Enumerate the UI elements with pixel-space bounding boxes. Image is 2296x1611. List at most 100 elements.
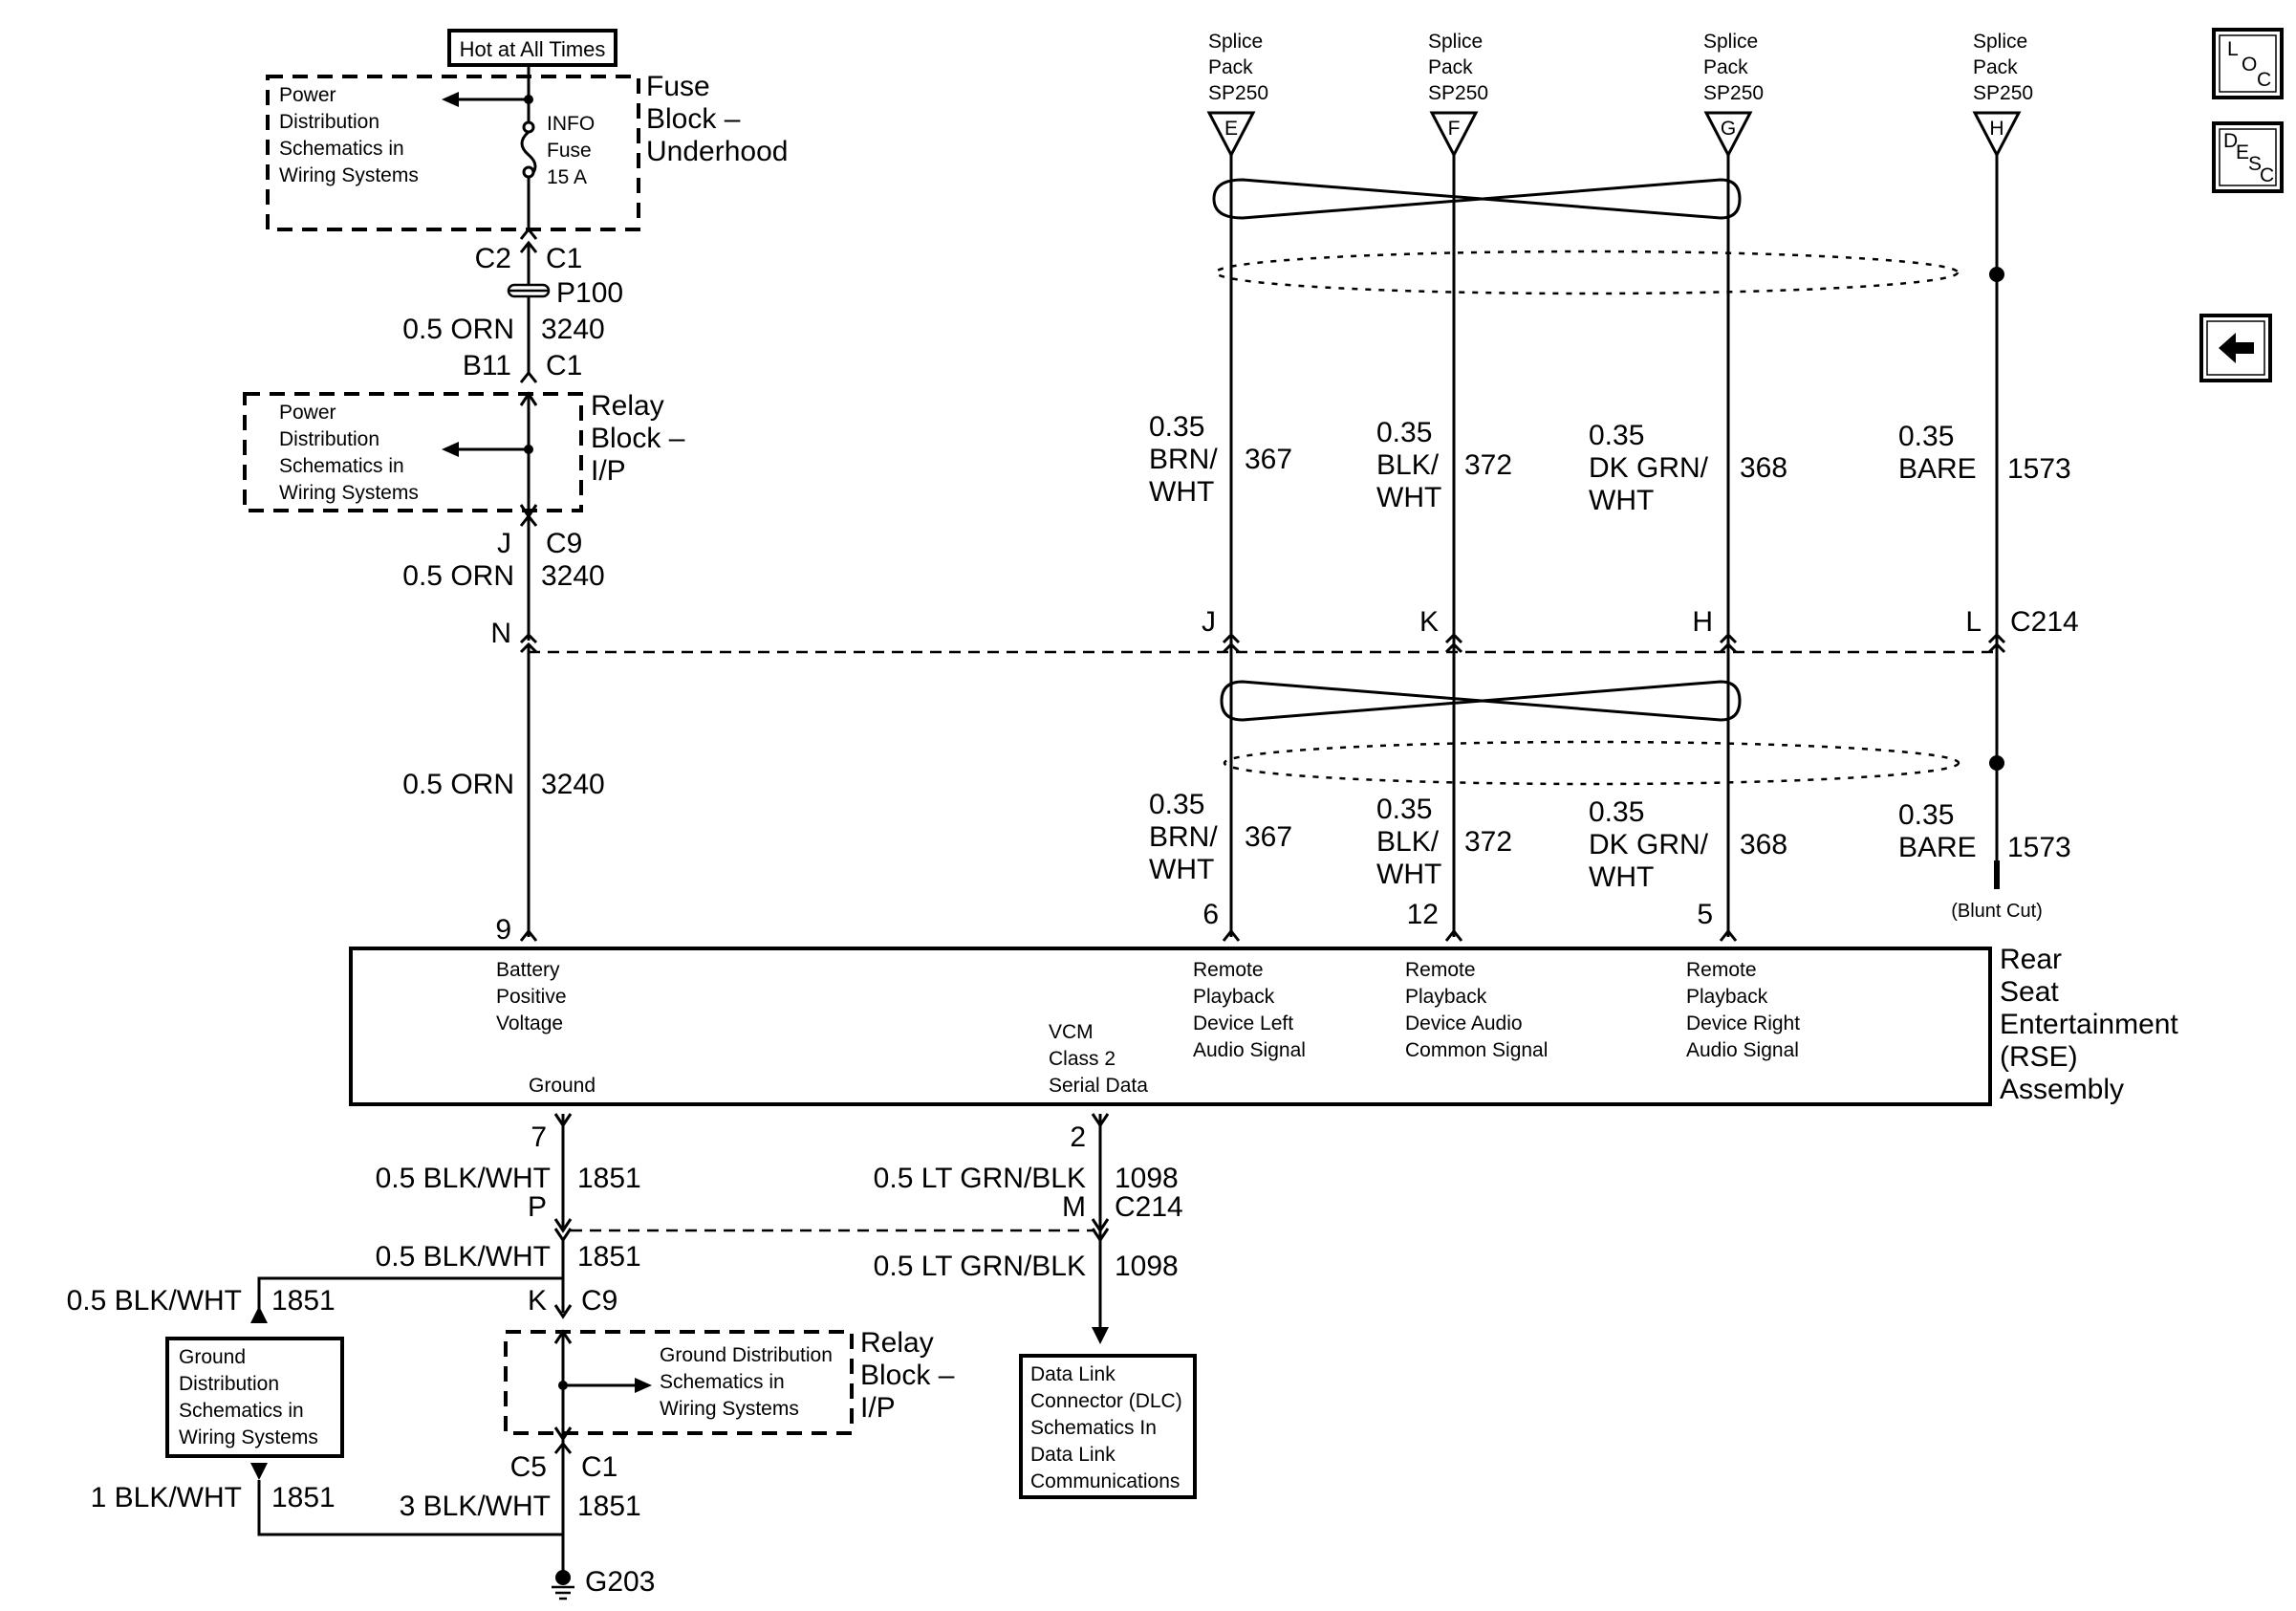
svg-text:WHT: WHT (1149, 854, 1214, 885)
splice-pack-e: Splice Pack SP250 E (1206, 31, 1268, 159)
svg-text:0.35: 0.35 (1376, 417, 1432, 448)
arrow-left-icon (442, 442, 459, 457)
wire1-circuit: 3240 (541, 314, 605, 345)
svg-text:0.35: 0.35 (1898, 799, 1954, 831)
ground-wire3-color: 3 BLK/WHT (400, 1491, 551, 1522)
side-wire-color: 0.5 BLK/WHT (67, 1285, 242, 1317)
arrow-down-icon (1092, 1327, 1109, 1344)
svg-text:0.35: 0.35 (1898, 421, 1954, 452)
rse-vcm-line2: Class 2 (1049, 1048, 1116, 1070)
rse-vcm-line1: VCM (1049, 1021, 1094, 1043)
rse-title-line5: Assembly (2000, 1074, 2124, 1105)
conn-c1-mid: C1 (546, 350, 582, 381)
lower-wire-372: 0.35 BLK/ WHT 372 (1376, 794, 1512, 890)
dlc-line2: Connector (DLC) (1030, 1390, 1182, 1412)
side-wire-circuit: 1851 (271, 1285, 336, 1317)
hot-at-all-times-label-box (447, 29, 617, 67)
fuse-label-line2: Fuse (547, 140, 592, 162)
relay-lower-ref-line3: Wiring Systems (660, 1398, 799, 1420)
splice-g-pin: G (1721, 118, 1736, 140)
splice-g-line1: Splice (1703, 31, 1758, 53)
ground-g203: G203 (585, 1566, 655, 1598)
lower-wire-367: 0.35 BRN/ WHT 367 (1149, 789, 1292, 885)
ground-wire1-color: 0.5 BLK/WHT (376, 1163, 551, 1194)
dlc-line4: Data Link (1030, 1444, 1116, 1466)
conn-c2: C2 (475, 243, 511, 274)
splice-f-line1: Splice (1428, 31, 1483, 53)
lower-wire-1573: 0.35 BARE 1573 (1898, 799, 2071, 863)
rse-left-line2: Playback (1193, 986, 1275, 1008)
conn-p: P (528, 1191, 547, 1223)
svg-text:BRN/: BRN/ (1149, 821, 1218, 853)
svg-text:372: 372 (1464, 826, 1512, 858)
shield-lower-icon (1223, 740, 1960, 786)
relay-lower-title-line3: I/P (860, 1392, 896, 1424)
wire3-circuit: 3240 (541, 769, 605, 800)
side2-wire-color: 1 BLK/WHT (91, 1482, 242, 1513)
back-button[interactable] (2199, 314, 2272, 382)
splice-pack-g: Splice Pack SP250 G (1703, 31, 1764, 159)
svg-text:DK GRN/: DK GRN/ (1589, 452, 1709, 484)
fuse-ref-line1: Power (279, 84, 336, 106)
svg-text:0.35: 0.35 (1149, 789, 1204, 820)
fuse-ref-line3: Schematics in (279, 138, 404, 160)
c214-pin-j: J (1202, 606, 1216, 638)
upper-wire-367: 0.35 BRN/ WHT 367 (1149, 411, 1292, 508)
arrow-left-icon (442, 92, 459, 107)
rse-title-line2: Seat (2000, 976, 2059, 1008)
rse-battery-line1: Battery (496, 959, 560, 981)
splice-f-line2: Pack (1428, 56, 1473, 78)
rse-pin-12: 12 (1407, 899, 1439, 930)
gd-line2: Distribution (179, 1373, 279, 1395)
svg-text:C: C (2257, 69, 2271, 91)
fuse-ref-line2: Distribution (279, 111, 379, 133)
pin-2: 2 (1070, 1121, 1086, 1153)
relay-lower-title-line2: Block – (860, 1360, 955, 1391)
svg-text:C: C (2260, 164, 2274, 186)
splice-h-line1: Splice (1973, 31, 2027, 53)
desc-button[interactable]: D E S C (2212, 121, 2284, 193)
c214-pin-h: H (1692, 606, 1713, 638)
loc-button[interactable]: L O C (2212, 28, 2284, 99)
svg-text:BLK/: BLK/ (1376, 449, 1440, 481)
rse-common-line3: Device Audio (1405, 1012, 1523, 1034)
conn-j: J (497, 528, 511, 559)
splice-pack-h: Splice Pack SP250 H (1972, 31, 2033, 159)
data-wire2-color: 0.5 LT GRN/BLK (874, 1251, 1086, 1282)
rse-common-line4: Common Signal (1405, 1039, 1548, 1061)
rse-battery-line3: Voltage (496, 1012, 563, 1034)
rse-assembly-box (349, 947, 1992, 1106)
fuse-ref-line4: Wiring Systems (279, 164, 419, 186)
svg-text:367: 367 (1245, 821, 1292, 853)
conn-b11: B11 (463, 350, 511, 381)
relay-upper-title-line1: Relay (591, 390, 664, 422)
svg-text:372: 372 (1464, 449, 1512, 481)
arrow-down-icon (250, 1463, 268, 1480)
svg-text:0.35: 0.35 (1589, 796, 1644, 828)
side2-wire-circuit: 1851 (271, 1482, 336, 1513)
rse-vcm-line3: Serial Data (1049, 1075, 1148, 1097)
splice-g-line3: SP250 (1703, 82, 1764, 104)
svg-text:BRN/: BRN/ (1149, 444, 1218, 475)
svg-text:WHT: WHT (1376, 482, 1441, 513)
rse-common-line1: Remote (1405, 959, 1476, 981)
svg-text:DK GRN/: DK GRN/ (1589, 829, 1709, 860)
ground-wire1-circuit: 1851 (577, 1163, 641, 1194)
conn-c214-bottom: C214 (1115, 1191, 1183, 1223)
rse-common-line2: Playback (1405, 986, 1487, 1008)
connector-c1-icon (519, 227, 538, 240)
rse-title-line3: Entertainment (2000, 1009, 2178, 1040)
upper-wire-372: 0.35 BLK/ WHT 372 (1376, 417, 1512, 513)
svg-text:WHT: WHT (1376, 859, 1441, 890)
rse-battery-line2: Positive (496, 986, 567, 1008)
rse-left-line3: Device Left (1193, 1012, 1293, 1034)
splice-h-line2: Pack (1973, 56, 2018, 78)
ground-icon (555, 1570, 571, 1585)
relay-lower-ref-line1: Ground Distribution (660, 1344, 833, 1366)
fuse-block-title-line3: Underhood (646, 136, 788, 167)
gd-line3: Schematics in (179, 1400, 304, 1422)
wire2-circuit: 3240 (541, 560, 605, 592)
data-wire1-color: 0.5 LT GRN/BLK (874, 1163, 1086, 1194)
rse-left-line1: Remote (1193, 959, 1264, 981)
